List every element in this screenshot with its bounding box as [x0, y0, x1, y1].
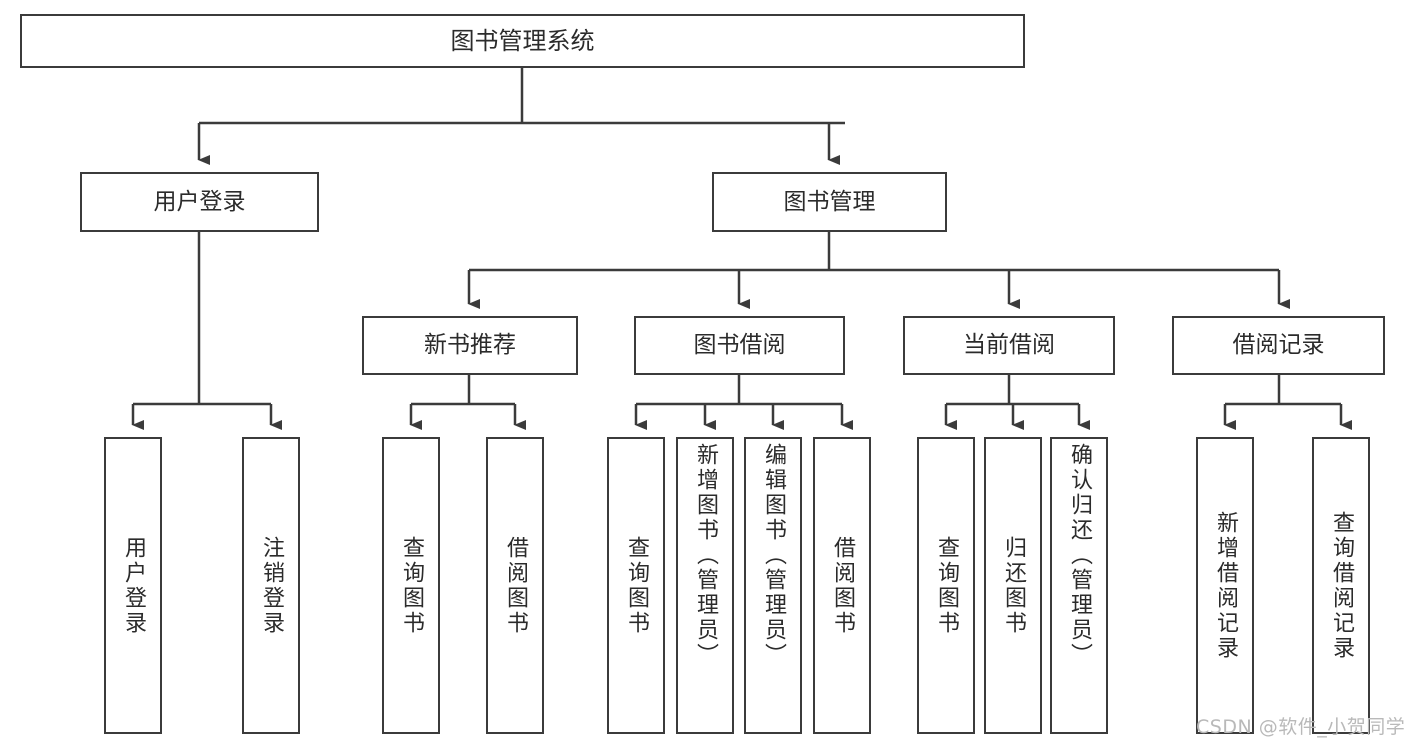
node-label: 图书管理系统 — [450, 27, 595, 55]
leaf-confirm-return-admin[interactable]: 确认归还（管理员） — [1050, 437, 1108, 734]
node-book-borrow[interactable]: 图书借阅 — [634, 316, 845, 375]
leaf-add-book-admin[interactable]: 新增图书（管理员） — [676, 437, 734, 734]
node-label: 查询图书 — [934, 535, 959, 636]
leaf-query-borrow-record[interactable]: 查询借阅记录 — [1312, 437, 1370, 734]
node-label: 新增图书（管理员） — [693, 443, 718, 668]
node-label: 编辑图书（管理员） — [761, 443, 786, 668]
node-label: 用户登录 — [153, 188, 246, 215]
node-current-borrow[interactable]: 当前借阅 — [903, 316, 1115, 375]
leaf-query-book-current[interactable]: 查询图书 — [917, 437, 975, 734]
node-label: 图书管理 — [783, 188, 876, 215]
node-label: 用户登录 — [121, 535, 146, 636]
node-root-system[interactable]: 图书管理系统 — [20, 14, 1025, 68]
leaf-logout-login[interactable]: 注销登录 — [242, 437, 300, 734]
watermark: CSDN @软件_小贺同学 — [1196, 716, 1405, 738]
node-label: 查询借阅记录 — [1329, 510, 1354, 661]
node-label: 归还图书 — [1001, 535, 1026, 636]
leaf-add-borrow-record[interactable]: 新增借阅记录 — [1196, 437, 1254, 734]
node-user-login[interactable]: 用户登录 — [80, 172, 319, 232]
leaf-borrow-book-recommend[interactable]: 借阅图书 — [486, 437, 544, 734]
node-label: 新增借阅记录 — [1213, 510, 1238, 661]
leaf-query-book-borrow[interactable]: 查询图书 — [607, 437, 665, 734]
node-label: 查询图书 — [624, 535, 649, 636]
node-label: 查询图书 — [399, 535, 424, 636]
node-label: 借阅图书 — [503, 535, 528, 636]
node-label: 确认归还（管理员） — [1067, 443, 1092, 668]
leaf-return-book[interactable]: 归还图书 — [984, 437, 1042, 734]
node-borrow-record[interactable]: 借阅记录 — [1172, 316, 1385, 375]
node-label: 图书借阅 — [693, 332, 786, 358]
node-new-book-recommend[interactable]: 新书推荐 — [362, 316, 578, 375]
node-label: 当前借阅 — [963, 332, 1055, 358]
leaf-query-book-recommend[interactable]: 查询图书 — [382, 437, 440, 734]
leaf-edit-book-admin[interactable]: 编辑图书（管理员） — [744, 437, 802, 734]
node-book-management[interactable]: 图书管理 — [712, 172, 947, 232]
node-label: 注销登录 — [259, 535, 284, 636]
leaf-borrow-book[interactable]: 借阅图书 — [813, 437, 871, 734]
node-label: 借阅图书 — [830, 535, 855, 636]
node-label: 借阅记录 — [1232, 332, 1325, 358]
node-label: 新书推荐 — [424, 332, 516, 358]
leaf-user-login[interactable]: 用户登录 — [104, 437, 162, 734]
